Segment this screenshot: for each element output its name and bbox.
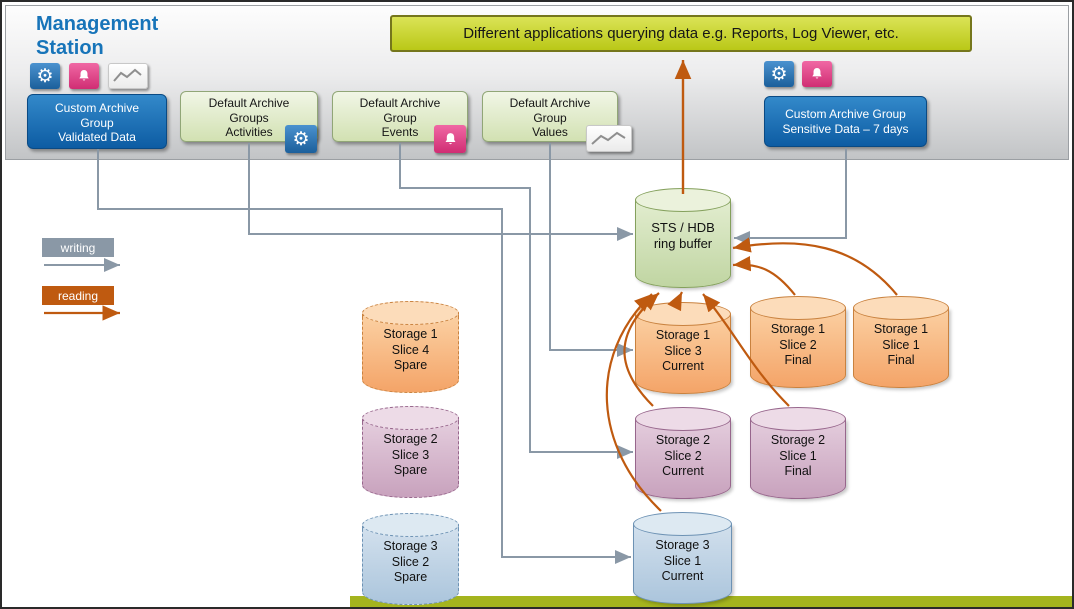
bell-glyph <box>445 132 455 144</box>
cylinder-label: Storage 1 Slice 3 Current <box>655 328 711 373</box>
storage3-slice1-current: Storage 3 Slice 1 Current <box>633 512 732 604</box>
title-line-1: Management <box>36 13 159 35</box>
storage2-slice3-spare: Storage 2 Slice 3 Spare <box>362 406 459 498</box>
legend-reading-label: reading <box>57 288 99 303</box>
cylinder-label: Storage 1 Slice 2 Final <box>770 322 826 367</box>
cylinder-label: Storage 3 Slice 1 Current <box>655 538 710 583</box>
group-label-line: Values <box>532 125 568 139</box>
cylinder-label: Storage 2 Slice 1 Final <box>770 433 826 478</box>
gear-glyph: ⚙ <box>770 63 788 85</box>
sparkline-icon <box>108 63 148 89</box>
storage1-slice3-current: Storage 1 Slice 3 Current <box>635 302 731 394</box>
group-label-line: Custom Archive Group <box>785 107 906 121</box>
reading-arrow-storage1-current <box>667 291 683 312</box>
group-label-line: Group <box>533 110 567 125</box>
title-line-2: Station <box>36 37 104 59</box>
bell-glyph <box>812 68 822 79</box>
cylinder-top <box>635 188 731 212</box>
group-label-line: Activities <box>225 125 273 139</box>
sparkline-glyph <box>591 131 626 145</box>
archive-group-values: Default Archive Group Values <box>482 91 618 142</box>
group-label-line: Groups <box>229 110 269 125</box>
group-label-line: Events <box>381 125 419 139</box>
group-label-line: Default Archive <box>208 96 290 110</box>
bell-icon <box>802 61 832 87</box>
sts-hdb-ring-buffer: STS / HDB ring buffer <box>635 188 731 288</box>
group-label-line: Group <box>383 110 417 125</box>
bell-glyph <box>79 70 89 81</box>
storage1-slice2-final: Storage 1 Slice 2 Final <box>750 296 846 388</box>
group-label-line: Default Archive <box>509 96 591 110</box>
applications-banner-text: Different applications querying data e.g… <box>463 25 899 42</box>
cylinder-label: Storage 2 Slice 3 Spare <box>383 432 438 477</box>
legend-writing: writing <box>42 238 114 257</box>
writing-arrow-sensitive-to-ringbuffer <box>734 148 847 245</box>
gear-icon: ⚙ <box>285 125 317 153</box>
cylinder-body <box>635 200 731 288</box>
storage1-slice1-final: Storage 1 Slice 1 Final <box>853 296 949 388</box>
gear-glyph: ⚙ <box>292 128 310 150</box>
gear-icon: ⚙ <box>764 61 794 87</box>
sparkline-icon <box>586 125 632 152</box>
writing-arrow-values-to-storage1 <box>549 143 633 357</box>
reading-arrow-storage1-slice1-final <box>732 237 898 296</box>
storage3-slice2-spare: Storage 3 Slice 2 Spare <box>362 513 459 605</box>
archive-group-sensitive-data: Custom Archive Group Sensitive Data – 7 … <box>764 96 927 147</box>
storage2-slice1-final: Storage 2 Slice 1 Final <box>750 407 846 499</box>
applications-banner: Different applications querying data e.g… <box>390 15 972 52</box>
cylinder-label: Storage 3 Slice 2 Spare <box>383 539 438 584</box>
legend-writing-label: writing <box>60 240 96 255</box>
group-label-line: Group <box>80 115 114 130</box>
storage1-slice4-spare: Storage 1 Slice 4 Spare <box>362 301 459 393</box>
gear-glyph: ⚙ <box>36 65 54 87</box>
cylinder-label: Storage 1 Slice 1 Final <box>873 322 929 367</box>
storage2-slice2-current: Storage 2 Slice 2 Current <box>635 407 731 499</box>
reading-arrow-storage1-slice2-final <box>732 255 796 296</box>
group-label-line: Sensitive Data – 7 days <box>782 121 909 136</box>
management-station-title: Management Station <box>36 12 158 60</box>
cylinder-label: Storage 2 Slice 2 Current <box>655 433 711 478</box>
group-label-line: Validated Data <box>58 130 136 144</box>
bell-icon <box>434 125 466 153</box>
legend-reading: reading <box>42 286 114 305</box>
cylinder-label: STS / HDB ring buffer <box>651 220 715 251</box>
archive-group-activities: Default Archive Groups Activities <box>180 91 318 142</box>
sparkline-glyph <box>113 68 142 82</box>
group-label-line: Custom Archive <box>54 101 140 115</box>
archive-group-validated-data: Custom Archive Group Validated Data <box>27 94 167 149</box>
gear-icon: ⚙ <box>30 63 60 89</box>
cylinder-label: Storage 1 Slice 4 Spare <box>383 327 438 372</box>
bell-icon <box>69 63 99 89</box>
group-label-line: Default Archive <box>359 96 441 110</box>
